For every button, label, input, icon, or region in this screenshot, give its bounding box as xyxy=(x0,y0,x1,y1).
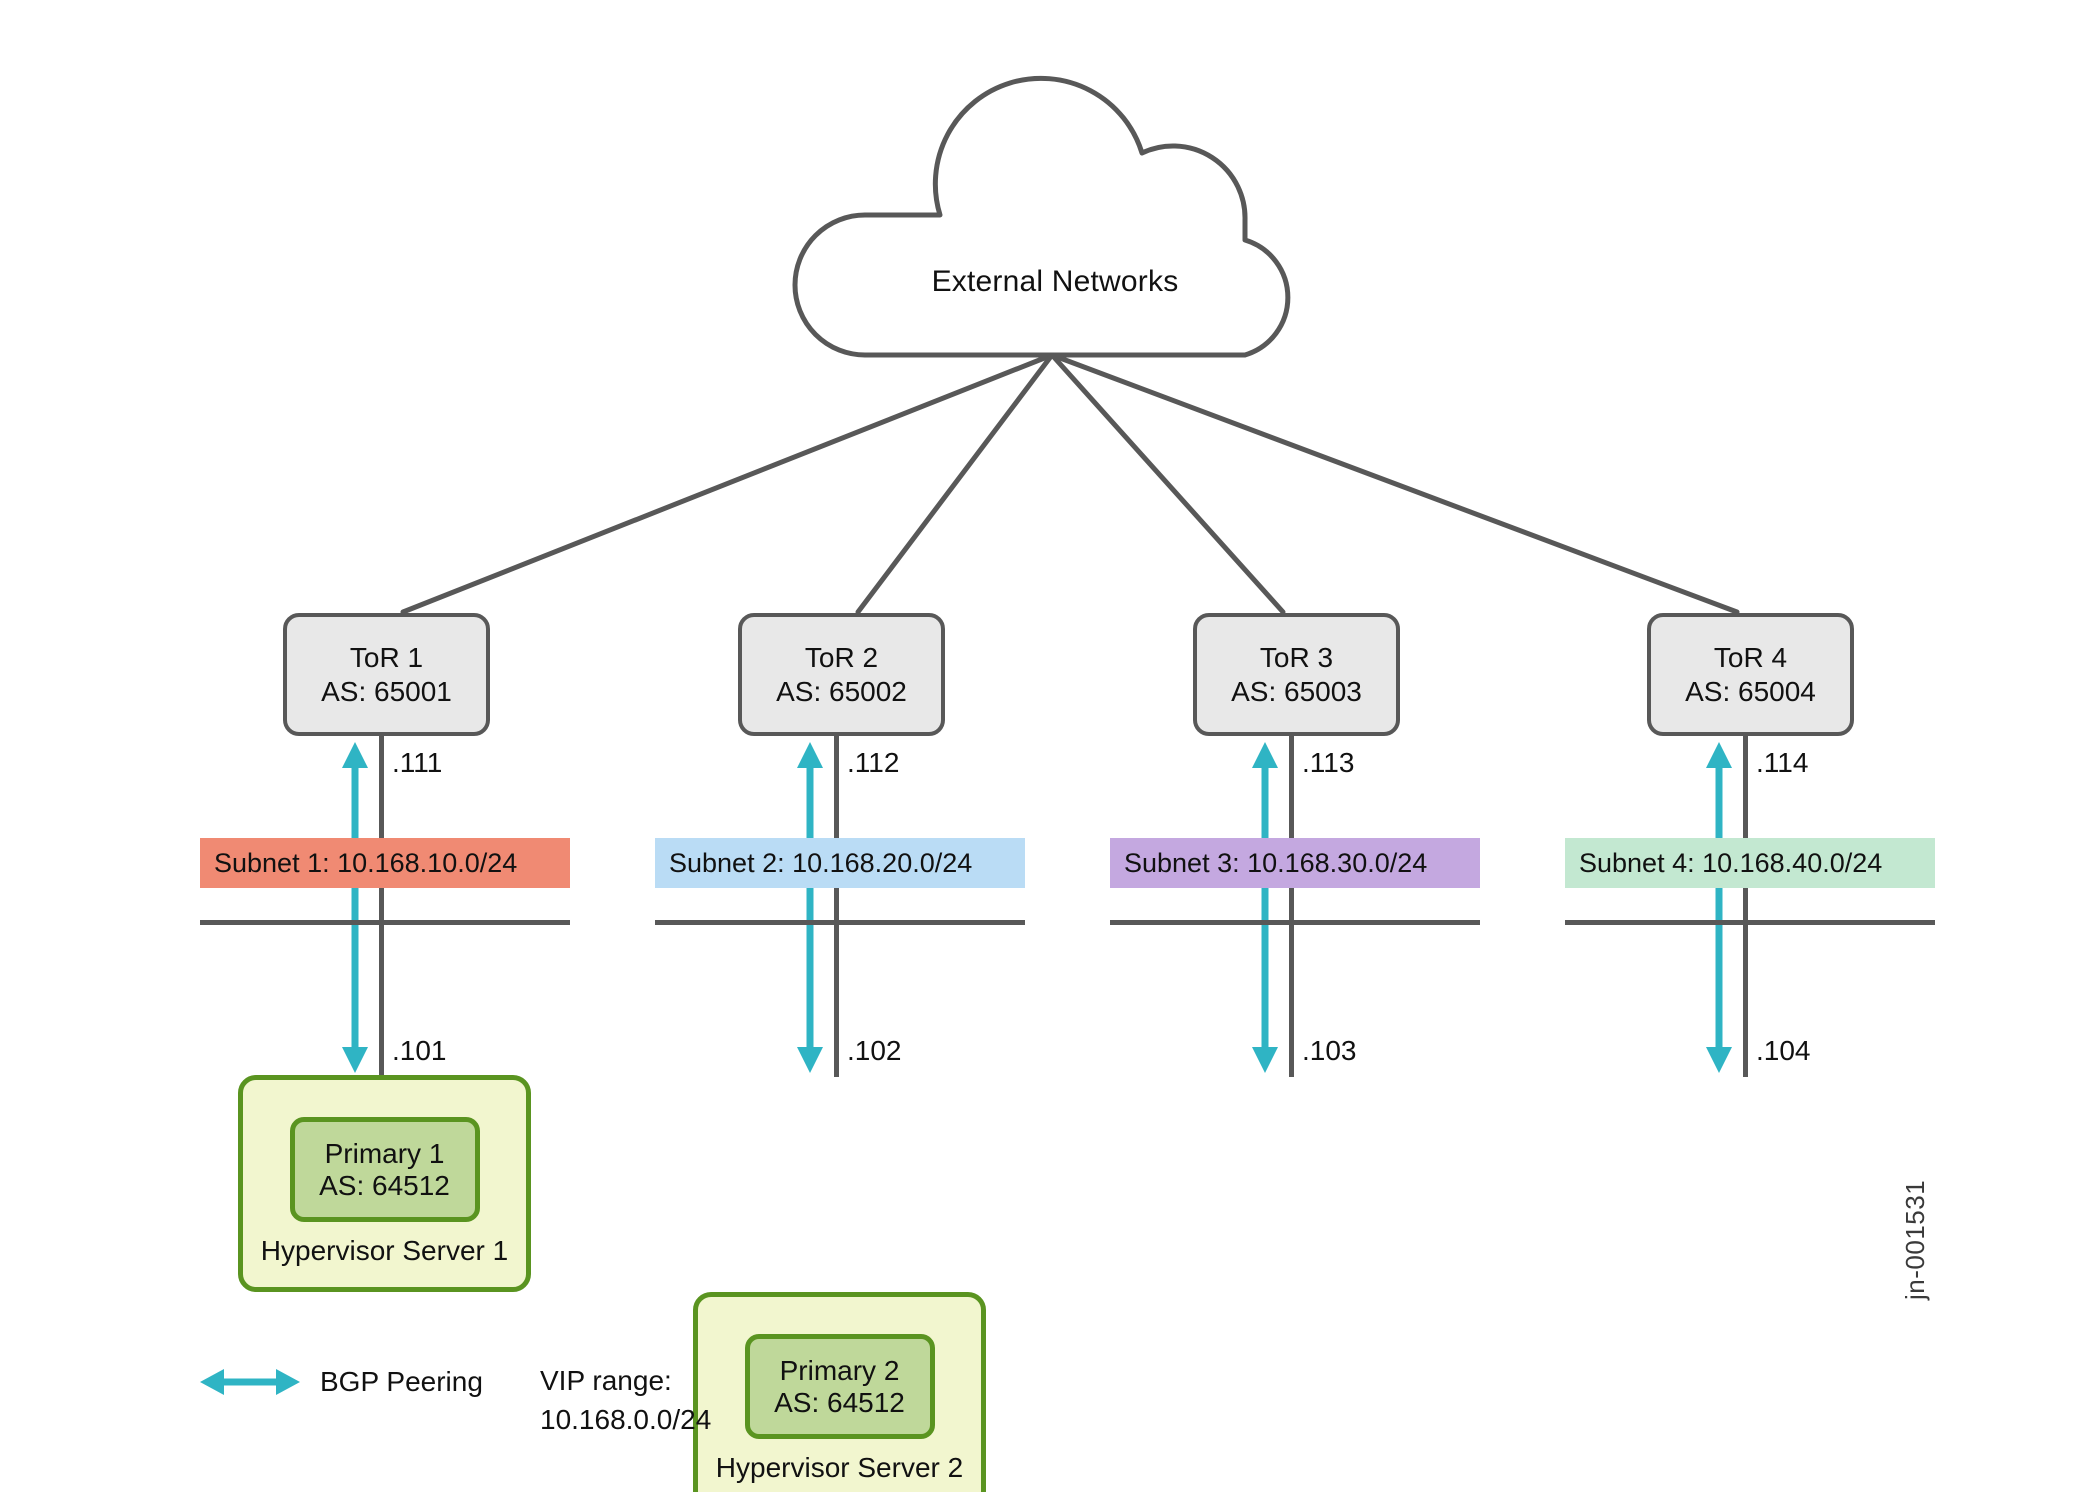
hypervisor-caption-2: Hypervisor Server 2 xyxy=(715,1452,964,1483)
hypervisor-caption-1: Hypervisor Server 1 xyxy=(260,1235,509,1266)
hypervisor-server-2[interactable]: Primary 2 AS: 64512 Hypervisor Server 2 xyxy=(693,1292,986,1492)
vm-box-1[interactable]: Primary 1 AS: 64512 xyxy=(289,1117,480,1222)
bgp-peering-arrow-col-3 xyxy=(1252,742,1278,1073)
link-line-col-2 xyxy=(834,735,839,1077)
tor-as-3: AS: 65003 xyxy=(1231,675,1362,707)
subnet-bar-3: Subnet 3: 10.168.30.0/24 xyxy=(1110,838,1480,888)
host-ip-label-4: .104 xyxy=(1756,1035,1811,1066)
tor-ip-label-2: .112 xyxy=(847,747,900,778)
subnet-line-3 xyxy=(1110,920,1480,925)
subnet-bar-4: Subnet 4: 10.168.40.0/24 xyxy=(1565,838,1935,888)
tor-as-4: AS: 65004 xyxy=(1685,675,1816,707)
host-ip-label-3: .103 xyxy=(1302,1035,1357,1066)
bgp-peering-arrow-col-1 xyxy=(342,742,368,1073)
subnet-label-3: Subnet 3: 10.168.30.0/24 xyxy=(1124,847,1428,878)
legend-bgp-arrow-icon xyxy=(200,1369,300,1395)
tor-name-2: ToR 2 xyxy=(804,642,879,674)
link-line-col-1 xyxy=(379,735,384,1077)
tor-box-2[interactable]: ToR 2 AS: 65002 xyxy=(738,613,945,736)
tor-name-3: ToR 3 xyxy=(1259,642,1334,674)
tor-name-4: ToR 4 xyxy=(1713,642,1788,674)
tor-box-4[interactable]: ToR 4 AS: 65004 xyxy=(1647,613,1854,736)
link-line-col-4 xyxy=(1743,735,1748,1077)
vm-as-1: AS: 64512 xyxy=(319,1170,450,1201)
subnet-bar-1: Subnet 1: 10.168.10.0/24 xyxy=(200,838,570,888)
legend-bgp-label: BGP Peering xyxy=(320,1366,483,1397)
host-ip-label-2: .102 xyxy=(847,1035,902,1066)
tor-box-3[interactable]: ToR 3 AS: 65003 xyxy=(1193,613,1400,736)
vm-name-2: Primary 2 xyxy=(779,1354,900,1386)
tor-ip-label-1: .111 xyxy=(392,747,443,778)
tor-name-1: ToR 1 xyxy=(349,642,424,674)
tor-box-1[interactable]: ToR 1 AS: 65001 xyxy=(283,613,490,736)
tor-ip-label-3: .113 xyxy=(1302,747,1355,778)
bgp-peering-arrow-col-4 xyxy=(1706,742,1732,1073)
vm-as-2: AS: 64512 xyxy=(774,1387,905,1418)
subnet-label-4: Subnet 4: 10.168.40.0/24 xyxy=(1579,847,1883,878)
cloud-label: External Networks xyxy=(931,265,1179,298)
legend-vip-range: VIP range: 10.168.0.0/24 xyxy=(540,1362,711,1439)
subnet-label-1: Subnet 1: 10.168.10.0/24 xyxy=(214,847,518,878)
tor-as-2: AS: 65002 xyxy=(776,675,907,707)
tor-ip-label-4: .114 xyxy=(1756,747,1809,778)
host-ip-label-1: .101 xyxy=(392,1035,447,1066)
hypervisor-server-1[interactable]: Primary 1 AS: 64512 Hypervisor Server 1 xyxy=(238,1075,531,1292)
tor-as-1: AS: 65001 xyxy=(321,675,452,707)
vm-box-2[interactable]: Primary 2 AS: 64512 xyxy=(744,1334,935,1439)
subnet-label-2: Subnet 2: 10.168.20.0/24 xyxy=(669,847,973,878)
vip-range-value: 10.168.0.0/24 xyxy=(540,1403,712,1435)
subnet-line-1 xyxy=(200,920,570,925)
subnet-line-4 xyxy=(1565,920,1935,925)
vip-range-title: VIP range: xyxy=(540,1365,672,1396)
subnet-bar-2: Subnet 2: 10.168.20.0/24 xyxy=(655,838,1025,888)
vm-name-1: Primary 1 xyxy=(324,1137,445,1169)
link-line-col-3 xyxy=(1289,735,1294,1077)
external-networks-cloud xyxy=(790,65,1320,360)
subnet-line-2 xyxy=(655,920,1025,925)
figure-id-watermark: jn-001531 xyxy=(1900,1179,1930,1300)
bgp-peering-arrow-col-2 xyxy=(797,742,823,1073)
